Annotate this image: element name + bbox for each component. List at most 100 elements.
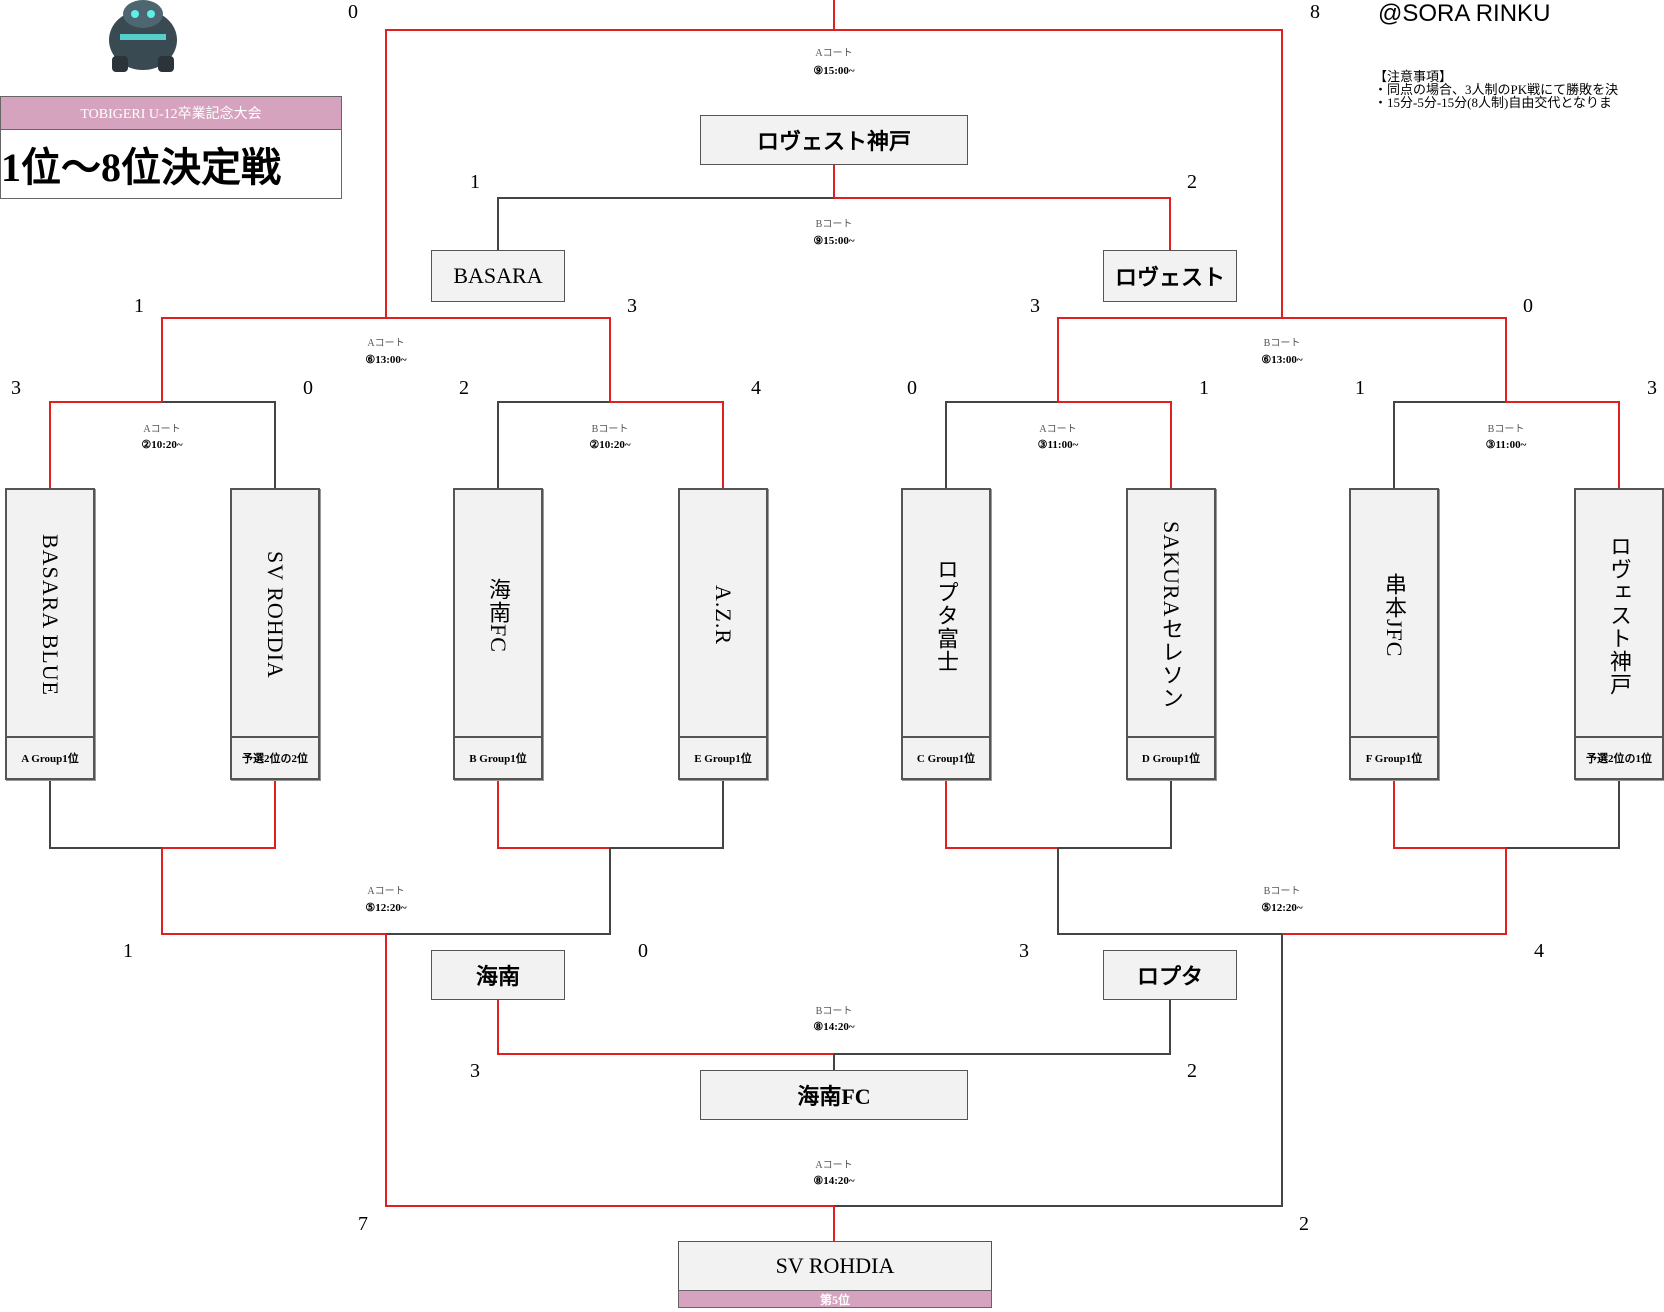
bracket-line bbox=[386, 317, 611, 402]
bracket-line bbox=[945, 764, 1058, 849]
team-box: SAKURAセレソン D Group1位 bbox=[1126, 488, 1216, 780]
bracket-line bbox=[834, 29, 1283, 318]
bracket-line bbox=[1506, 764, 1620, 849]
bracket-line bbox=[1282, 848, 1507, 935]
match-court: Aコート bbox=[367, 338, 405, 349]
mascot-image bbox=[109, 0, 177, 72]
match-time: ⑥13:00~ bbox=[365, 354, 407, 366]
note-line: ・15分-5分-15分(8人制)自由交代となりま bbox=[1374, 95, 1612, 110]
bracket-line bbox=[49, 764, 162, 849]
semi-left-box: BASARA bbox=[431, 250, 565, 302]
match-court: Aコート bbox=[1039, 424, 1077, 435]
match-court: Bコート bbox=[1487, 424, 1525, 435]
team-seed: F Group1位 bbox=[1351, 736, 1437, 778]
score: 3 bbox=[1030, 295, 1040, 317]
match-time: ②10:20~ bbox=[141, 439, 183, 451]
match-court: Aコート bbox=[143, 424, 181, 435]
bracket-line bbox=[1058, 764, 1172, 849]
bracket-line bbox=[385, 934, 834, 1207]
team-seed: 予選2位の1位 bbox=[1576, 736, 1662, 778]
score: 2 bbox=[1187, 171, 1197, 193]
bracket-line bbox=[386, 848, 611, 935]
team-name: ロヴェスト神戸 bbox=[1607, 534, 1632, 696]
bracket-line bbox=[610, 401, 724, 488]
score: 1 bbox=[123, 940, 133, 962]
score: 3 bbox=[1019, 940, 1029, 962]
team-box: SV ROHDIA 予選2位の2位 bbox=[230, 488, 320, 780]
bracket-line bbox=[497, 197, 834, 250]
match-time: ③11:00~ bbox=[1485, 439, 1527, 451]
team-seed: C Group1位 bbox=[903, 736, 989, 778]
rank-label: 第5位 bbox=[678, 1290, 992, 1308]
bracket-line bbox=[834, 197, 1171, 250]
score: 0 bbox=[638, 940, 648, 962]
bracket-line bbox=[49, 401, 162, 488]
note-line: ・同点の場合、3人制のPK戦にて勝敗を決 bbox=[1374, 82, 1619, 97]
score: 2 bbox=[459, 377, 469, 399]
lower-right-box: ロプタ bbox=[1103, 950, 1237, 1000]
match-time: ⑨15:00~ bbox=[813, 65, 855, 77]
score: 0 bbox=[348, 1, 358, 23]
bracket-line bbox=[497, 764, 610, 849]
match-court: Bコート bbox=[591, 424, 629, 435]
notes-block: 【注意事項】 ・同点の場合、3人制のPK戦にて勝敗を決 ・15分-5分-15分(… bbox=[1374, 70, 1618, 109]
score: 1 bbox=[470, 171, 480, 193]
bracket-line bbox=[1393, 764, 1506, 849]
score: 0 bbox=[303, 377, 313, 399]
venue-label: @SORA RINKU bbox=[1378, 0, 1551, 27]
bracket-line bbox=[1393, 401, 1506, 488]
match-time: ⑧14:20~ bbox=[813, 1021, 855, 1033]
score: 7 bbox=[358, 1213, 368, 1235]
bracket-line bbox=[945, 401, 1058, 488]
match-time: ⑤12:20~ bbox=[1261, 902, 1303, 914]
score: 2 bbox=[1187, 1060, 1197, 1082]
team-name: ロプタ富士 bbox=[934, 557, 959, 673]
score: 0 bbox=[1523, 295, 1533, 317]
team-name: 串本JFC bbox=[1382, 572, 1407, 658]
match-time: ⑨15:00~ bbox=[813, 235, 855, 247]
team-seed: A Group1位 bbox=[7, 736, 93, 778]
bracket-line bbox=[161, 317, 386, 402]
score: 3 bbox=[627, 295, 637, 317]
team-box: A.Z.R E Group1位 bbox=[678, 488, 768, 780]
score: 4 bbox=[751, 377, 761, 399]
page-title: 1位〜8位決定戦 bbox=[0, 130, 342, 199]
score: 3 bbox=[1647, 377, 1657, 399]
final-winner-box: ロヴェスト神戸 bbox=[700, 115, 968, 165]
score: 1 bbox=[1355, 377, 1365, 399]
score: 2 bbox=[1299, 1213, 1309, 1235]
bracket-line bbox=[1057, 848, 1282, 935]
team-seed: 予選2位の2位 bbox=[232, 736, 318, 778]
seventh-winner-box: 海南FC bbox=[700, 1070, 968, 1120]
score: 4 bbox=[1534, 940, 1544, 962]
lower-left-box: 海南 bbox=[431, 950, 565, 1000]
score: 8 bbox=[1310, 1, 1320, 23]
bracket-line bbox=[1057, 317, 1282, 402]
match-time: ⑥13:00~ bbox=[1261, 354, 1303, 366]
team-name: 海南FC bbox=[486, 577, 511, 653]
match-court: Aコート bbox=[815, 1160, 853, 1171]
match-time: ③11:00~ bbox=[1037, 439, 1079, 451]
match-court: Aコート bbox=[367, 886, 405, 897]
team-seed: E Group1位 bbox=[680, 736, 766, 778]
bracket-line bbox=[1058, 401, 1172, 488]
match-court: Bコート bbox=[1263, 338, 1301, 349]
bracket-line bbox=[162, 401, 276, 488]
match-court: Bコート bbox=[815, 1006, 853, 1017]
bracket-line bbox=[162, 764, 276, 849]
team-box: ロヴェスト神戸 予選2位の1位 bbox=[1574, 488, 1664, 780]
bracket-line bbox=[834, 1000, 1171, 1055]
team-seed: B Group1位 bbox=[455, 736, 541, 778]
notes-title: 【注意事項】 bbox=[1374, 69, 1453, 84]
match-court: Bコート bbox=[1263, 886, 1301, 897]
bracket-line bbox=[385, 29, 834, 318]
score: 3 bbox=[470, 1060, 480, 1082]
match-time: ⑧14:20~ bbox=[813, 1175, 855, 1187]
match-court: Aコート bbox=[815, 48, 853, 59]
semi-right-box: ロヴェスト bbox=[1103, 250, 1237, 302]
bracket-line bbox=[834, 934, 1283, 1207]
bracket-line bbox=[1506, 401, 1620, 488]
score: 0 bbox=[907, 377, 917, 399]
team-box: BASARA BLUE A Group1位 bbox=[5, 488, 95, 780]
team-name: SV ROHDIA bbox=[263, 551, 288, 679]
